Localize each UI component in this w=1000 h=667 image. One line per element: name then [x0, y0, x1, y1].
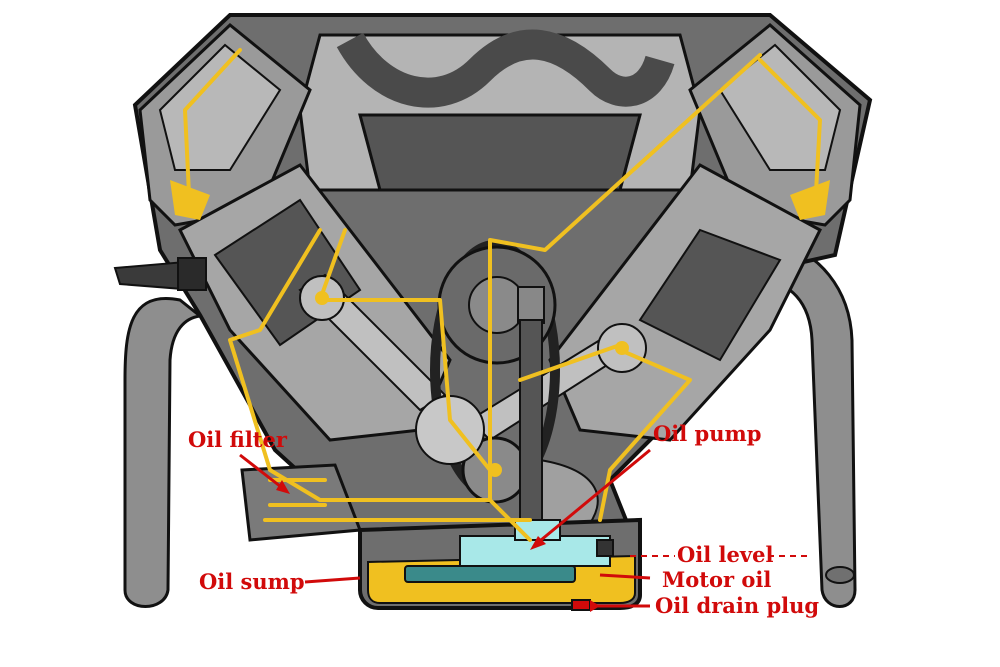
label-oil-sump: Oil sump: [199, 569, 305, 594]
label-oil-level: Oil level: [677, 542, 773, 567]
pump-driveshaft: [519, 319, 543, 531]
intake-plenum: [358, 113, 642, 192]
right-rocker-cover: [718, 43, 842, 171]
label-motor-oil: Motor oil: [662, 567, 771, 592]
camshaft-hub: [468, 276, 526, 334]
left-exhaust-pipe: [123, 297, 204, 608]
label-oil-filter: Oil filter: [188, 427, 288, 452]
oil-passages: [183, 48, 822, 542]
oil-junction-crank: [488, 463, 502, 477]
left-rocker-cover: [158, 43, 282, 171]
right-exhaust-pipe: [758, 238, 857, 608]
left-head-oil: [170, 180, 210, 220]
oil-junction-left: [315, 291, 329, 305]
spark-plug-body: [177, 257, 207, 291]
label-oil-drain-plug: Oil drain plug: [655, 593, 819, 618]
right-piston: [638, 228, 782, 362]
pump-tray: [404, 565, 576, 583]
right-head-oil: [790, 180, 830, 220]
intake-runner: [336, 29, 675, 108]
right-pipe-end: [825, 566, 855, 584]
oil-pump-outlet: [596, 539, 614, 557]
oil-junction-right: [615, 341, 629, 355]
label-oil-pump: Oil pump: [653, 421, 761, 446]
oil-drain-plug: [571, 599, 591, 611]
callout-arrowheads: [276, 480, 600, 612]
cam-key: [517, 286, 545, 324]
